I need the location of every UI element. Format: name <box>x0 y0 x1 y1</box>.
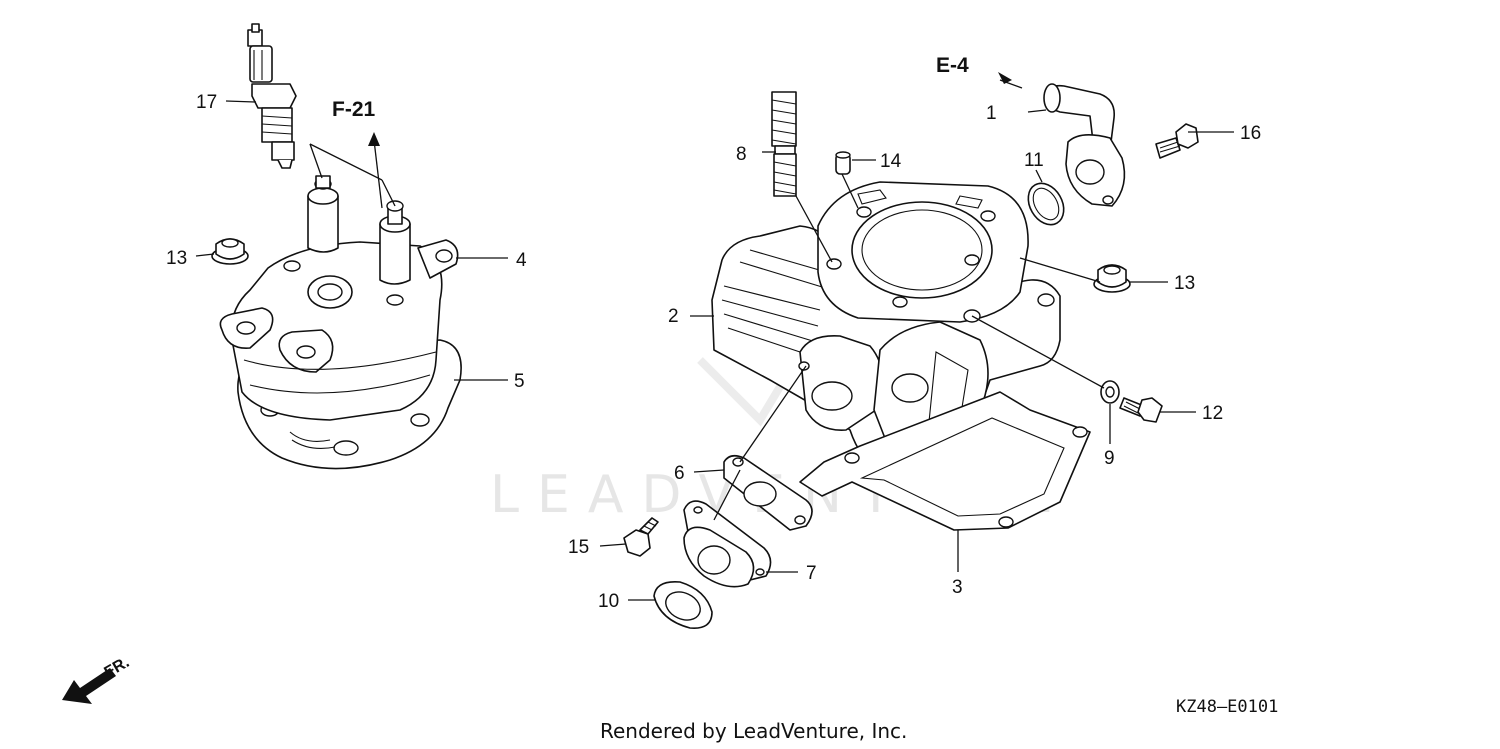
water-elbow-part[interactable] <box>1043 83 1126 207</box>
callout-3: 3 <box>952 577 963 598</box>
callout-1: 1 <box>986 103 997 124</box>
callout-10: 10 <box>598 591 619 612</box>
callout-5: 5 <box>514 371 525 392</box>
dowel-pin-part[interactable] <box>835 151 851 175</box>
callout-13-right: 13 <box>1174 273 1195 294</box>
reference-e4[interactable]: E-4 <box>936 54 969 77</box>
flange-nut-left-part[interactable] <box>211 238 249 265</box>
callout-13-left: 13 <box>166 248 187 269</box>
elbow-bolt-part[interactable] <box>1155 123 1199 159</box>
base-gasket-part[interactable] <box>799 391 1091 531</box>
intake-gasket-part[interactable] <box>723 454 813 531</box>
callout-14: 14 <box>880 151 902 172</box>
diagram-code: KZ48—E0101 <box>1176 697 1278 717</box>
callout-6: 6 <box>674 463 685 484</box>
callout-2: 2 <box>668 306 679 327</box>
o-ring-part[interactable] <box>1021 177 1071 231</box>
callout-15: 15 <box>568 537 589 558</box>
flange-nut-right-part[interactable] <box>1093 264 1131 293</box>
intake-seal-part[interactable] <box>653 580 713 629</box>
leader-lines <box>195 72 1234 601</box>
reference-f21[interactable]: F-21 <box>332 98 376 121</box>
cylinder-head-part[interactable] <box>219 175 462 470</box>
callout-8: 8 <box>736 144 747 165</box>
front-arrow-icon <box>62 668 116 704</box>
callout-9: 9 <box>1104 448 1115 469</box>
callout-12: 12 <box>1202 403 1223 424</box>
stud-bolt-part[interactable] <box>771 91 797 197</box>
intake-manifold-part[interactable] <box>683 500 772 588</box>
callout-17: 17 <box>196 92 217 113</box>
sealing-washer-part[interactable] <box>1100 380 1120 404</box>
o-ring-inner <box>1032 187 1060 221</box>
drain-bolt-part[interactable] <box>1119 397 1163 423</box>
callout-11: 11 <box>1024 150 1044 171</box>
manifold-screw-part[interactable] <box>623 517 659 557</box>
footer-credit: Rendered by LeadVenture, Inc. <box>600 719 907 743</box>
callout-4: 4 <box>516 250 527 271</box>
spark-plug-part[interactable] <box>247 23 297 169</box>
callout-16: 16 <box>1240 123 1261 144</box>
callout-7: 7 <box>806 563 817 584</box>
